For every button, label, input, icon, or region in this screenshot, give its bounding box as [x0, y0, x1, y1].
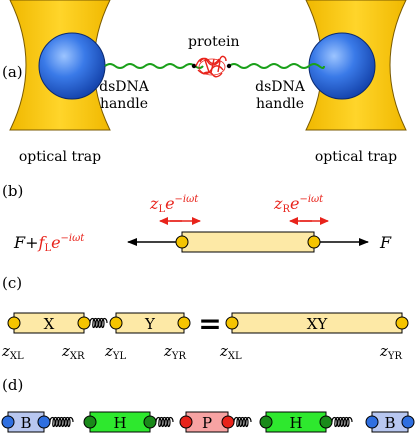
handle-left-line2: handle — [100, 96, 148, 112]
block-H-left-label: H — [113, 414, 126, 432]
block-H-right-label: H — [289, 414, 302, 432]
equals-sign: = — [198, 307, 221, 340]
B-right-end-b — [401, 415, 415, 429]
block-B-right-label: B — [384, 414, 395, 432]
XY-right-end — [395, 316, 409, 330]
right-force-label: F — [379, 233, 392, 252]
B-left-end-b — [37, 415, 51, 429]
X-right-end — [77, 316, 91, 330]
left-force-label: F+fLe−iωt — [13, 233, 85, 254]
z-label-XY-left: zXL — [219, 342, 242, 362]
panel-b-label: (b) — [2, 182, 23, 200]
Y-left-end — [109, 316, 123, 330]
handle-left-line1: dsDNA — [99, 79, 150, 95]
protein-label: protein — [188, 34, 240, 50]
segment-X-label: X — [44, 315, 55, 333]
segment-b-left-end — [175, 235, 189, 249]
handle-junction-right — [226, 63, 232, 69]
P-end-b — [221, 415, 235, 429]
spring-H-B-right — [331, 416, 353, 428]
optical-trap-label-right: optical trap — [315, 149, 397, 165]
X-left-end — [7, 316, 21, 330]
z-label-XL: zXL — [1, 342, 24, 362]
P-end-a — [179, 415, 193, 429]
z-label-YR: zYR — [163, 342, 187, 362]
segment-b — [181, 231, 315, 253]
H-left-end-a — [83, 415, 97, 429]
segment-b-right-end — [307, 235, 321, 249]
dsdna-handle-right — [228, 63, 325, 69]
handle-junction-left — [191, 63, 197, 69]
z-label-XR: zXR — [61, 342, 85, 362]
panel-a-label: (a) — [2, 63, 23, 81]
handle-right-line1: dsDNA — [255, 79, 306, 95]
block-P-label: P — [202, 414, 212, 432]
B-right-end-a — [365, 415, 379, 429]
Y-right-end — [177, 316, 191, 330]
XY-left-end — [225, 316, 239, 330]
optical-trap-label-left: optical trap — [19, 149, 101, 165]
spring-B-H-left — [49, 416, 74, 428]
protein-structure — [195, 55, 227, 78]
H-right-end-a — [259, 415, 273, 429]
handle-right-line2: handle — [256, 96, 304, 112]
spring-P-H — [233, 416, 252, 428]
B-left-end-a — [1, 415, 15, 429]
H-right-end-b — [319, 415, 333, 429]
bead-left — [38, 32, 106, 100]
spring-X-Y — [89, 317, 108, 329]
panel-c-label: (c) — [2, 274, 22, 292]
dsdna-handle-left — [104, 63, 204, 69]
zR-label: zRe−iωt — [273, 194, 324, 215]
H-left-end-b — [143, 415, 157, 429]
segment-XY-label: XY — [307, 315, 329, 333]
spring-H-P — [155, 416, 174, 428]
panel-d-label: (d) — [2, 376, 23, 394]
block-B-left-label: B — [20, 414, 31, 432]
zL-label: zLe−iωt — [149, 194, 199, 215]
segment-Y-label: Y — [144, 315, 156, 333]
z-label-YL: zYL — [104, 342, 127, 362]
z-label-XY-right: zYR — [379, 342, 403, 362]
